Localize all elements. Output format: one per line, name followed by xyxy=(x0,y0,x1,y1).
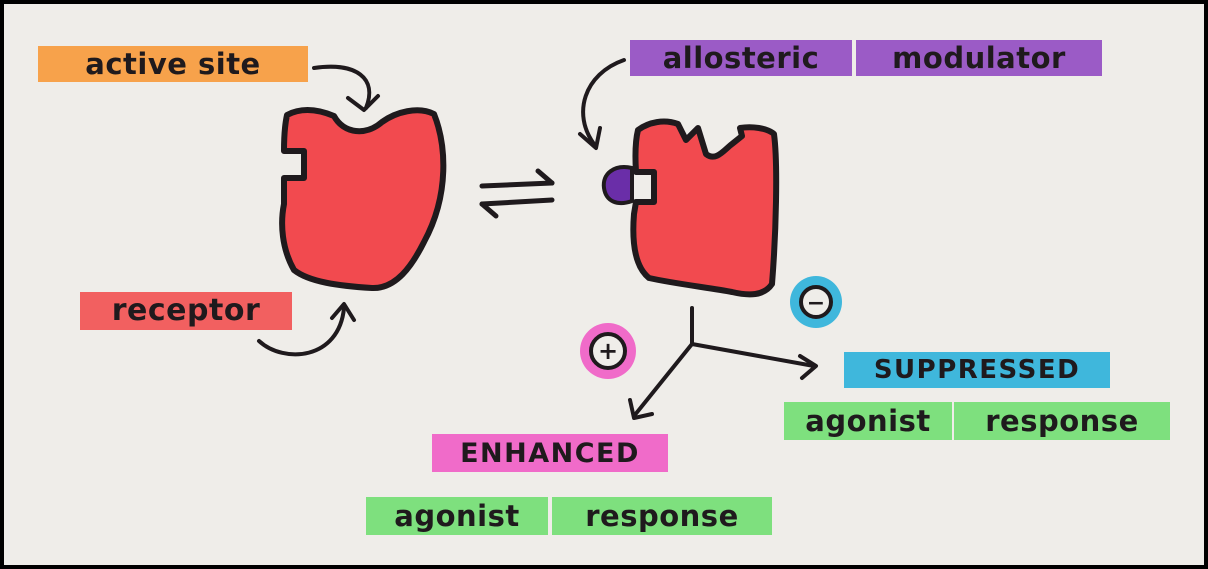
label-allosteric: allosteric xyxy=(630,40,852,76)
plus-symbol: + xyxy=(598,337,618,365)
equilibrium-arrows xyxy=(479,168,555,219)
response-branch-arrows xyxy=(628,306,818,420)
label-active-site: active site xyxy=(38,46,308,82)
label-enhanced: ENHANCED xyxy=(432,434,668,472)
arrow-active-site xyxy=(312,64,380,112)
allosteric-modulator-shape xyxy=(601,165,634,206)
label-agonist-enhanced: agonist xyxy=(366,497,548,535)
label-receptor: receptor xyxy=(80,292,292,330)
receptor-shape-right xyxy=(630,118,780,298)
receptor-shape-left xyxy=(279,107,447,292)
diagram-artwork: + − xyxy=(257,58,842,420)
label-agonist-suppressed: agonist xyxy=(784,402,952,440)
label-modulator: modulator xyxy=(856,40,1102,76)
label-response-suppressed: response xyxy=(954,402,1170,440)
arrow-receptor xyxy=(257,302,356,357)
label-suppressed: SUPPRESSED xyxy=(844,352,1110,388)
arrow-allosteric xyxy=(578,58,626,150)
minus-circle-icon: − xyxy=(790,276,842,328)
plus-circle-icon: + xyxy=(580,323,636,379)
label-response-enhanced: response xyxy=(552,497,772,535)
minus-symbol: − xyxy=(807,291,825,316)
